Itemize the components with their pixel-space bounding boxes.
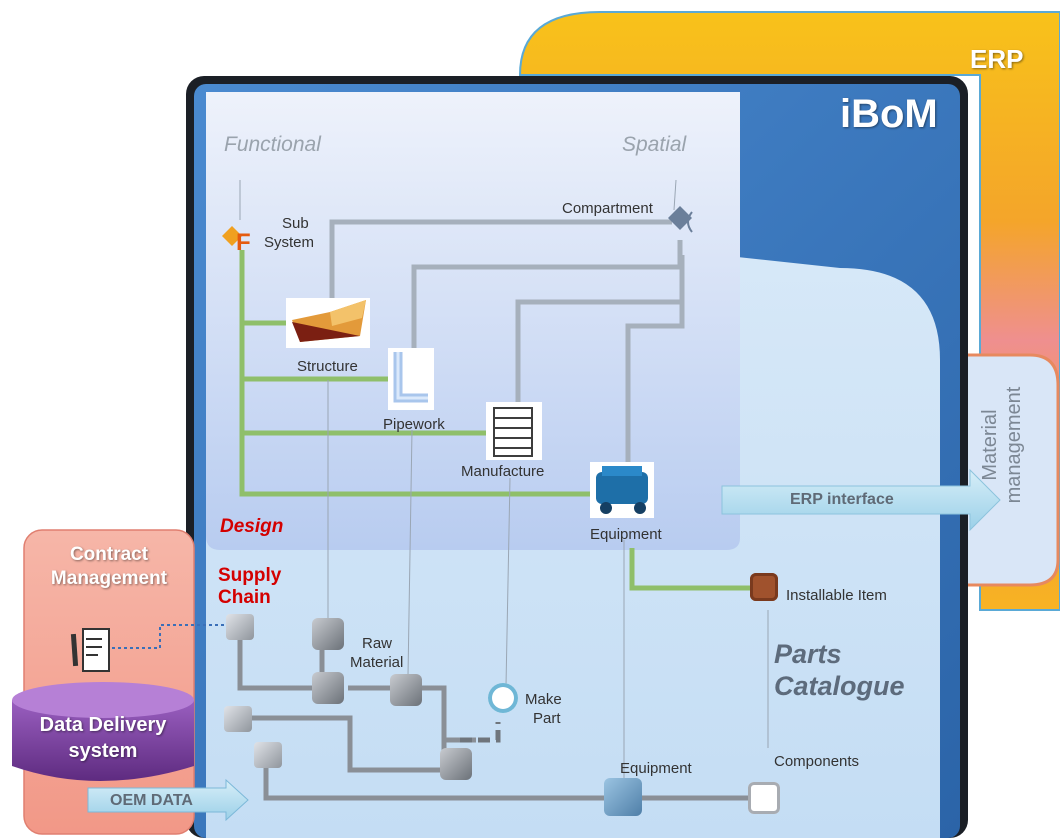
cart-icon [226,614,254,640]
pipework-label: Pipework [383,416,445,433]
supply-chain-label: Supply Chain [218,565,281,609]
make-part-gear-icon [488,683,518,713]
spatial-label: Spatial [622,133,687,156]
sub-system-label: Sub System [264,214,314,252]
components-label: Components [774,753,860,770]
installable-item-gear-icon [750,573,778,601]
oem-data-arrow [87,778,249,822]
erp-interface-arrow [721,468,1001,532]
thin-connector-lines [239,179,769,780]
cart-icon-2 [224,706,252,732]
function-f-icon: F [222,226,251,256]
material-management-label: Material management [978,370,1026,520]
data-delivery-cylinder [12,682,194,781]
equipment-gear-icon [604,778,642,816]
parts-catalogue-line2: Catalogue [774,671,905,701]
contract-management-line2: Management [50,568,168,589]
design-label: Design [220,516,284,537]
supply-chain-line2: Chain [218,587,271,608]
dotted-link [112,624,226,649]
raw-material-label: Raw Material [350,634,403,672]
compartment-icon [668,206,693,233]
manufacture-label: Manufacture [461,463,545,480]
engine-icon [590,462,654,518]
supply-chain-lines [237,630,752,801]
data-delivery-line2: system [68,740,138,762]
make-part-line2: Part [533,710,561,727]
assembly-gear-icon [440,748,472,780]
functional-label: Functional [224,133,321,156]
equipment-design-label: Equipment [590,526,662,543]
data-delivery-line1: Data Delivery [39,714,167,736]
functional-tree-lines [239,250,758,591]
structure-label: Structure [297,358,358,375]
oem-data-label: OEM DATA [110,792,193,809]
raw-material-gear-icon-2 [312,672,344,704]
components-gear-icon [748,782,780,814]
data-delivery-label: Data Delivery system [12,712,194,764]
erp-interface-label: ERP interface [790,491,894,508]
shelf-rack-icon [486,402,542,460]
raw-material-gear-icon [312,618,344,650]
installable-item-label: Installable Item [786,587,887,604]
pipe-icon [388,348,434,410]
contract-management-line1: Contract [69,544,149,565]
raw-material-line1: Raw [362,635,393,652]
erp-label: ERP [970,44,1024,74]
spatial-tree-lines [329,219,685,462]
gear-icon-3 [390,674,422,706]
equipment-supply-label: Equipment [620,760,692,777]
make-part-dashed [460,722,501,743]
compartment-label: Compartment [562,200,653,217]
supply-chain-line1: Supply [218,565,282,586]
sub-system-line2: System [264,234,315,251]
ship-structure-icon [286,298,370,348]
parts-catalogue-line1: Parts [774,639,842,669]
svg-text:F: F [236,229,251,256]
make-part-label: Make Part [525,690,562,728]
material-management-line1: Material [979,409,1001,481]
ibom-label: iBoM [840,92,938,136]
cart-icon-3 [254,742,282,768]
make-part-line1: Make [525,691,562,708]
contract-management-label: Contract Management [24,543,194,591]
material-management-line2: management [1003,386,1025,504]
parts-catalogue-label: Parts Catalogue [774,638,905,702]
document-pen-icon [70,628,110,672]
sub-system-line1: Sub [282,215,309,232]
raw-material-line2: Material [350,654,404,671]
